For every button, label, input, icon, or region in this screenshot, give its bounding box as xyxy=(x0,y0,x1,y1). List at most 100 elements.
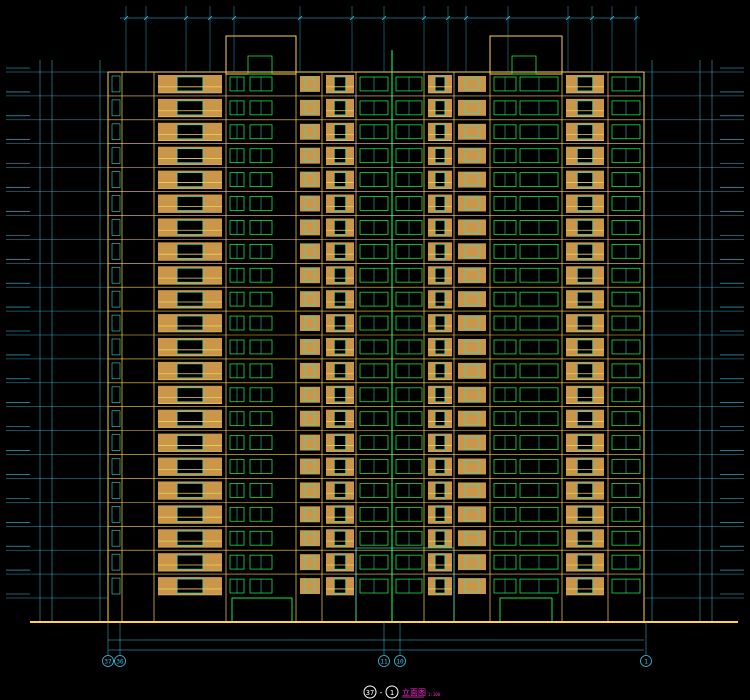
window xyxy=(304,268,316,282)
top-dim-tick xyxy=(505,15,511,21)
balcony-door xyxy=(334,339,346,355)
window xyxy=(304,125,316,139)
wall-panel xyxy=(300,554,320,571)
wall-panel xyxy=(300,171,320,188)
wall-panel xyxy=(458,554,486,571)
balcony-door xyxy=(434,244,446,259)
wall-panel xyxy=(300,434,320,451)
window xyxy=(464,292,480,306)
balcony-door xyxy=(334,459,346,474)
balcony-door xyxy=(577,172,593,187)
stair-window xyxy=(111,434,121,451)
balcony-door xyxy=(176,291,204,307)
wall-panel xyxy=(300,315,320,331)
stair-window xyxy=(111,458,121,475)
window xyxy=(464,268,480,282)
dimension-lines xyxy=(6,60,744,651)
window xyxy=(464,412,480,425)
window xyxy=(304,484,316,497)
top-dim-tick xyxy=(231,15,237,21)
stair-window xyxy=(111,386,121,404)
balcony-door xyxy=(334,507,346,522)
top-dim-tick xyxy=(589,15,595,21)
wall-panel xyxy=(300,578,320,594)
balcony-door xyxy=(434,483,446,498)
stair-window xyxy=(111,123,121,141)
stair-window xyxy=(111,147,121,164)
stair-window xyxy=(111,577,121,595)
title-bubble-left xyxy=(363,685,377,699)
wall-panel xyxy=(300,362,320,379)
balcony-door xyxy=(434,220,446,235)
balcony-door xyxy=(176,411,204,426)
balcony-door xyxy=(577,124,593,140)
stair-window xyxy=(111,362,121,380)
balcony-door xyxy=(434,459,446,474)
balcony-door xyxy=(577,315,593,331)
wall-panel xyxy=(458,458,486,475)
wall-panel xyxy=(458,123,486,140)
balcony-door xyxy=(334,387,346,403)
axis-bubble-label: 1 xyxy=(644,659,648,666)
wall-panel xyxy=(300,506,320,523)
window xyxy=(464,173,480,186)
title-scale: 1:100 xyxy=(428,692,441,697)
wall-panel xyxy=(300,123,320,140)
window xyxy=(464,579,480,593)
window xyxy=(464,316,480,330)
top-dim-tick xyxy=(565,15,571,21)
top-dim-tick xyxy=(633,15,639,21)
wall-panel xyxy=(458,171,486,188)
balcony-door xyxy=(334,483,346,498)
title-bubble-right-label: 1 xyxy=(390,689,394,697)
balcony-door xyxy=(434,411,446,426)
balcony-door xyxy=(434,339,446,355)
title-bubble-right xyxy=(385,685,399,699)
balcony-door xyxy=(334,363,346,379)
wall-panel xyxy=(458,291,486,308)
balcony-door xyxy=(176,339,204,355)
top-dim-tick xyxy=(463,15,469,21)
wall-panel xyxy=(300,267,320,284)
wall-panel xyxy=(458,339,486,355)
axis-bubble xyxy=(114,655,126,667)
top-dim-tick xyxy=(183,15,189,21)
balcony-door xyxy=(334,220,346,235)
window xyxy=(304,245,316,258)
balcony-door xyxy=(334,578,346,594)
window xyxy=(304,197,316,210)
roof-window-left xyxy=(247,55,273,75)
balcony-door xyxy=(176,196,204,211)
stair-window xyxy=(111,266,121,284)
balcony-door xyxy=(176,530,204,546)
window xyxy=(464,125,480,139)
top-dim-tick xyxy=(445,15,451,21)
wall-panel xyxy=(458,219,486,236)
balcony-door xyxy=(577,196,593,211)
wall-panel xyxy=(300,458,320,475)
stair-window xyxy=(111,553,121,571)
window xyxy=(464,245,480,258)
window xyxy=(304,101,316,115)
balcony-door xyxy=(176,363,204,379)
wall-panel xyxy=(458,530,486,547)
balcony-door xyxy=(434,507,446,522)
balcony-door xyxy=(334,124,346,140)
stair-window xyxy=(111,195,121,212)
wall-panel xyxy=(458,386,486,403)
window xyxy=(304,579,316,593)
balcony-door xyxy=(176,267,204,283)
stair-window xyxy=(111,338,121,356)
window xyxy=(304,508,316,521)
balcony-door xyxy=(334,554,346,570)
wall-panel xyxy=(458,434,486,451)
window xyxy=(304,221,316,234)
window xyxy=(464,531,480,545)
window xyxy=(464,508,480,521)
wall-panel xyxy=(458,76,486,92)
balcony-door xyxy=(334,530,346,546)
balcony-door xyxy=(334,172,346,187)
balcony-door xyxy=(577,459,593,474)
